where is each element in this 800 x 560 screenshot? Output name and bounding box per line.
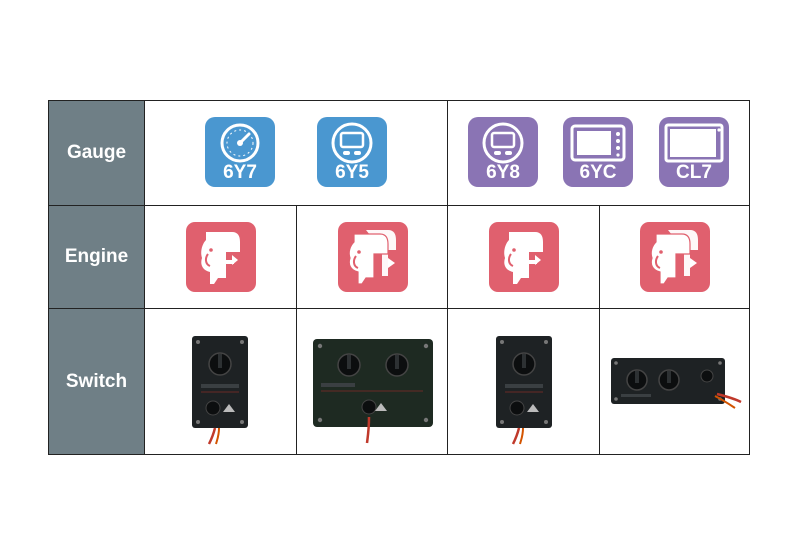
gauge-label: 6Y5	[335, 162, 369, 183]
column-divider	[599, 205, 600, 454]
multifunction-display-icon	[570, 124, 626, 162]
gauge-6y5: 6Y5	[317, 117, 387, 187]
engine-twin	[640, 222, 710, 292]
row-header-engine: Engine	[49, 206, 144, 308]
single-outboard-engine-icon	[201, 232, 240, 284]
row-divider	[49, 205, 749, 206]
triple-key-switch-panel-icon	[611, 358, 742, 409]
gauge-6y7: 6Y7	[205, 117, 275, 187]
gauge-label: 6Y7	[223, 162, 257, 183]
column-divider	[144, 101, 145, 454]
engine-single	[489, 222, 559, 292]
row-divider	[49, 308, 749, 309]
analog-gauge-icon	[220, 123, 260, 163]
single-outboard-engine-icon	[504, 232, 543, 284]
gauge-cl7: CL7	[659, 117, 729, 187]
twin-key-switch-panel-icon	[313, 339, 433, 444]
row-header-gauge: Gauge	[49, 101, 144, 205]
twin-outboard-engine-icon	[348, 230, 396, 285]
digital-gauge-icon	[482, 122, 524, 164]
digital-gauge-icon	[331, 122, 373, 164]
gauge-label: 6YC	[579, 162, 617, 183]
single-key-switch-panel-icon	[496, 336, 552, 445]
engine-single	[186, 222, 256, 292]
gauge-6y8: 6Y8	[468, 117, 538, 187]
engine-twin	[338, 222, 408, 292]
twin-outboard-engine-icon	[650, 230, 698, 285]
row-header-switch: Switch	[49, 309, 144, 454]
column-divider	[296, 205, 297, 454]
column-divider	[447, 101, 448, 454]
gauge-label: CL7	[676, 162, 712, 183]
gauge-label: 6Y8	[486, 162, 520, 183]
single-key-switch-panel-icon	[192, 336, 248, 445]
touchscreen-display-icon	[664, 123, 724, 163]
gauge-6yc: 6YC	[563, 117, 633, 187]
compatibility-grid: Gauge Engine Switch 6Y7 6Y5	[48, 100, 750, 455]
